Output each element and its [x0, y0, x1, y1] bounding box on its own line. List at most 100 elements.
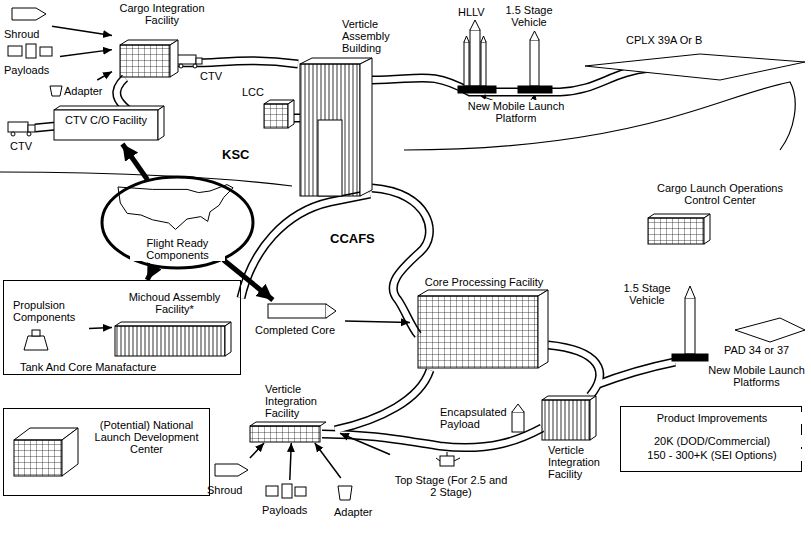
building [418, 296, 538, 368]
building [288, 100, 294, 128]
facility-building: LCC [240, 84, 292, 130]
node-label: Completed Core [255, 324, 345, 336]
callout-label: KSC [222, 148, 262, 162]
component-icon [338, 486, 352, 500]
node-label: 150 - 300+K (SEI Options) [621, 449, 803, 461]
rocket [685, 286, 695, 298]
component-oval: Flight Ready Components [100, 175, 255, 270]
component-icon [266, 486, 278, 496]
flow-arrow-thick [122, 144, 147, 180]
road [372, 68, 650, 92]
callout-label: CTV [10, 140, 40, 152]
node-label: Adapter [334, 506, 385, 518]
callout-label: CCAFS [330, 232, 380, 246]
flow-arrow [250, 443, 264, 458]
building [54, 106, 164, 110]
rocket [470, 30, 480, 86]
building [418, 290, 548, 296]
callout-label: CTV [200, 70, 230, 82]
callout-label: Encapsulated Payload [440, 406, 510, 430]
node-label: Flight Ready Components [130, 237, 225, 261]
component-icon: Adapter [46, 80, 110, 102]
component-icon [26, 44, 36, 58]
callout-label: New Mobile Launch Platform [460, 100, 572, 124]
node-label: Top Stage (For 2.5 and 2 Stage) [394, 474, 508, 498]
component-icon [32, 330, 40, 336]
node-label: LCC [242, 86, 272, 98]
ctv-truck [27, 132, 31, 136]
mobile-launch-platform [672, 354, 708, 361]
building [120, 40, 178, 45]
building [120, 45, 170, 77]
node-label: Shroud [4, 28, 50, 40]
building [115, 322, 231, 326]
road [548, 345, 600, 396]
note-box: Product Improvements20K (DOD/Commercial)… [620, 406, 802, 472]
building [590, 396, 596, 440]
road [35, 126, 56, 128]
component-icon: Payloads [0, 42, 60, 79]
ctv-truck [11, 132, 15, 136]
callout-label: PAD 34 or 37 [724, 344, 804, 356]
building [62, 428, 78, 476]
component-icon [12, 8, 46, 20]
building [250, 426, 320, 442]
flow-arrow [89, 327, 112, 329]
building [170, 40, 178, 77]
site-box: Tank And Core ManafacturePropulsion Comp… [3, 280, 241, 375]
facility-building: Core Processing Facility [410, 276, 550, 372]
building [14, 440, 62, 476]
component-icon [8, 46, 22, 56]
building [54, 110, 158, 140]
leader-arrow [481, 95, 486, 99]
building [158, 106, 164, 140]
component-icon [512, 412, 524, 432]
component-icon [50, 86, 62, 96]
building [115, 326, 225, 356]
callout-label: New Mobile Launch Platforms [704, 364, 809, 388]
us-map [118, 185, 233, 230]
building [542, 396, 596, 400]
road [117, 78, 128, 110]
road [35, 61, 675, 448]
rocket [481, 42, 486, 86]
boundary-line [404, 82, 795, 150]
node-label: Cargo Integration Facility [116, 2, 208, 26]
building [300, 64, 360, 196]
flow-arrow [345, 321, 410, 322]
building [704, 214, 710, 244]
road [372, 68, 650, 92]
callout-label: 1.5 Stage Vehicle [498, 4, 560, 28]
callout-label: HLLV [458, 6, 498, 18]
node-label: Shroud [207, 484, 255, 496]
component-icon [268, 304, 326, 318]
building [250, 422, 326, 426]
facility-building: Verticle Integration Facility [538, 390, 616, 483]
node-label: Cargo Launch Operations Control Center [645, 182, 795, 206]
building [14, 40, 710, 476]
road [596, 362, 675, 385]
road [241, 194, 370, 298]
building [542, 400, 590, 440]
component-icon [24, 336, 48, 350]
building [360, 58, 372, 196]
component-icon: Top Stage (For 2.5 and 2 Stage) [390, 450, 510, 510]
rocket [464, 36, 469, 42]
node-label: Michoud Assembly Facility* [122, 291, 227, 315]
callout-label: CPLX 39A Or B [626, 34, 716, 46]
road [241, 194, 370, 298]
ctv-truck [8, 122, 28, 132]
component-icon [282, 484, 292, 498]
road [322, 428, 542, 448]
rocket [464, 42, 469, 86]
node-label: Verticle Assembly Building [342, 18, 402, 54]
facility-building: CTV C/O Facility [52, 100, 162, 144]
ctv-truck [179, 64, 183, 68]
component-icon: Propulsion Components [9, 299, 89, 361]
flow-arrow [60, 50, 112, 57]
us-map [118, 185, 233, 230]
rocket [685, 298, 695, 354]
ctv-truck [176, 55, 196, 64]
building [264, 104, 288, 128]
building [538, 290, 548, 368]
